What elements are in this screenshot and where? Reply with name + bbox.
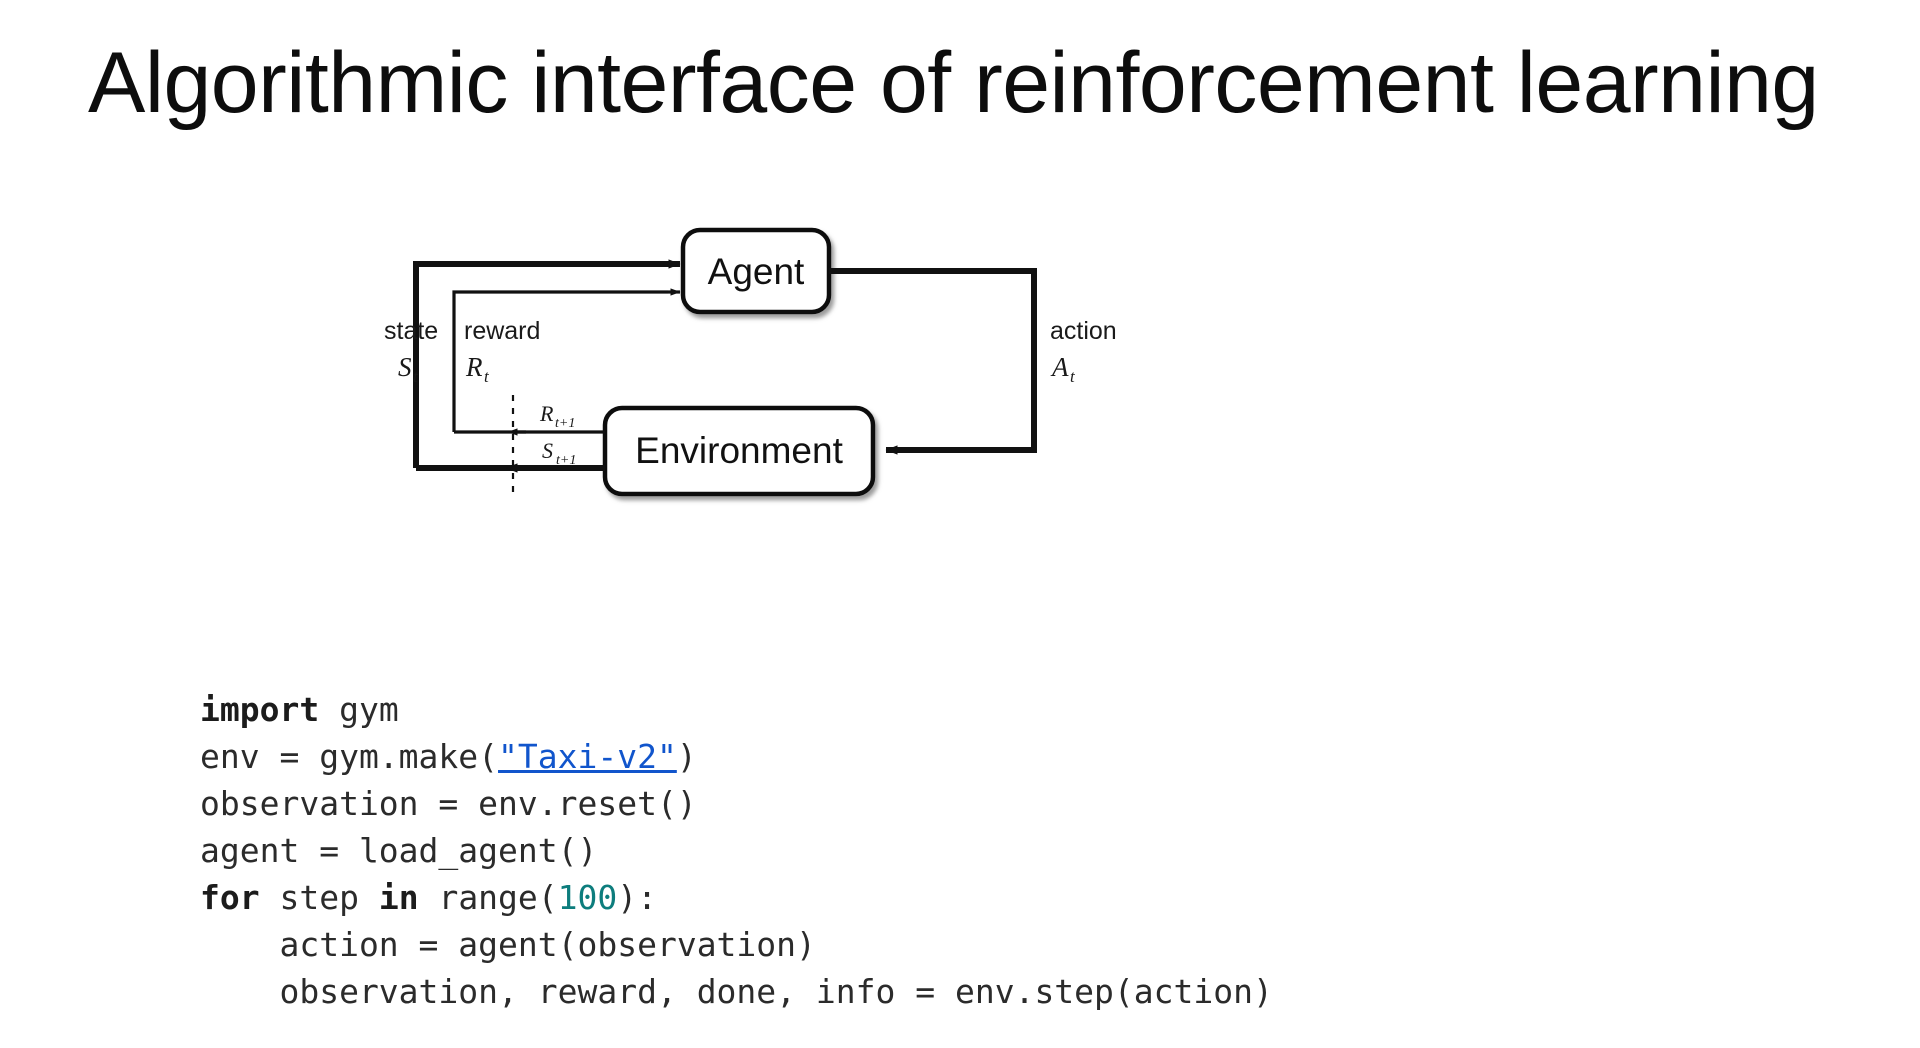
next-state-subscript: t+1 bbox=[556, 453, 576, 468]
reward-subscript: t bbox=[484, 367, 490, 386]
code-token-plain: agent = load_agent() bbox=[200, 831, 598, 870]
next-state-symbol: S bbox=[542, 438, 553, 463]
environment-label: Environment bbox=[635, 430, 843, 471]
page-title: Algorithmic interface of reinforcement l… bbox=[88, 35, 1819, 131]
rl-loop-diagram: Agent Environment state S bbox=[380, 200, 1220, 540]
state-subscript: t bbox=[413, 367, 419, 386]
action-subscript: t bbox=[1070, 367, 1076, 386]
state-word: state bbox=[384, 317, 438, 345]
action-word: action bbox=[1050, 317, 1117, 345]
code-line: env = gym.make("Taxi-v2") bbox=[200, 733, 1273, 780]
reward-feedback-path bbox=[452, 288, 681, 432]
code-token-keyword: in bbox=[378, 878, 419, 917]
code-token-plain: observation = env.reset() bbox=[200, 784, 697, 823]
action-symbol: A bbox=[1050, 352, 1069, 382]
state-symbol: S bbox=[398, 352, 412, 382]
next-reward-edge-label: R t+1 bbox=[539, 401, 575, 431]
code-line: for step in range(100): bbox=[200, 874, 1273, 921]
action-edge-label: action A t bbox=[1050, 317, 1117, 386]
code-line: action = agent(observation) bbox=[200, 921, 1273, 968]
state-feedback-path bbox=[413, 259, 681, 468]
action-path bbox=[829, 268, 1037, 455]
next-reward-subscript: t+1 bbox=[555, 416, 575, 431]
agent-label: Agent bbox=[708, 251, 805, 292]
code-token-keyword: import bbox=[200, 690, 320, 729]
code-token-keyword: for bbox=[200, 878, 260, 917]
next-state-edge-label: S t+1 bbox=[542, 438, 576, 468]
state-edge-label: state S t bbox=[384, 317, 438, 386]
reward-symbol: R bbox=[465, 352, 483, 382]
code-token-plain: env = gym.make( bbox=[200, 737, 499, 776]
code-token-plain: observation, reward, done, info = env.st… bbox=[200, 972, 1273, 1011]
code-line: agent = load_agent() bbox=[200, 827, 1273, 874]
environment-node: Environment bbox=[602, 405, 876, 497]
code-token-plain: ) bbox=[676, 737, 697, 776]
agent-node: Agent bbox=[680, 227, 832, 315]
code-token-plain: range( bbox=[418, 878, 558, 917]
code-token-plain: ): bbox=[617, 878, 658, 917]
reward-word: reward bbox=[464, 317, 540, 345]
code-line: observation, reward, done, info = env.st… bbox=[200, 968, 1273, 1015]
code-token-number: 100 bbox=[557, 878, 618, 917]
code-line: import gym bbox=[200, 686, 1273, 733]
reward-edge-label: reward R t bbox=[464, 317, 540, 386]
code-line: observation = env.reset() bbox=[200, 780, 1273, 827]
code-token-link[interactable]: "Taxi-v2" bbox=[498, 737, 677, 776]
next-reward-symbol: R bbox=[539, 401, 554, 426]
code-token-plain: step bbox=[259, 878, 379, 917]
code-token-plain: action = agent(observation) bbox=[200, 925, 816, 964]
code-token-plain: gym bbox=[319, 690, 399, 729]
